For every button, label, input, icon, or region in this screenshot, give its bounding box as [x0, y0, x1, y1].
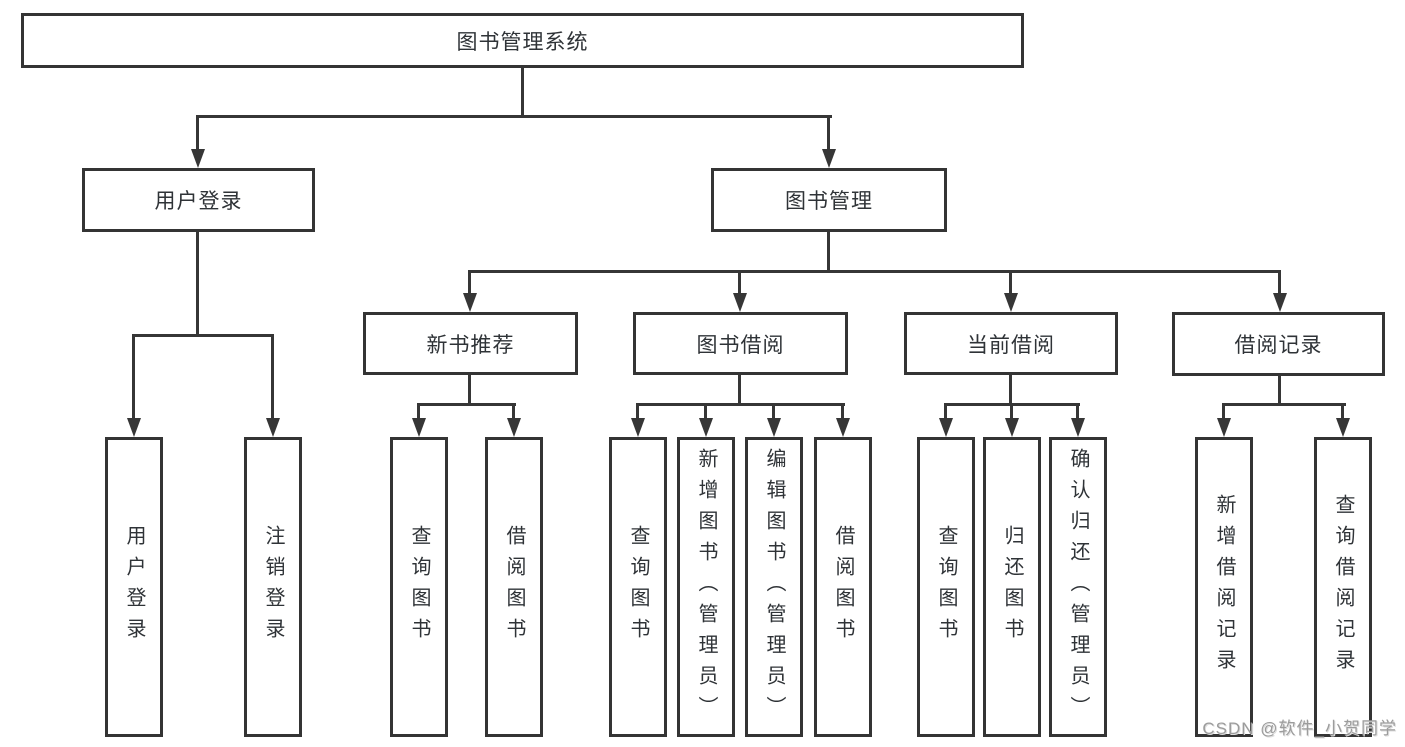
leaf-label: 新增借阅记录 [1213, 494, 1235, 680]
node-label: 图书管理 [785, 190, 873, 213]
leaf-label: 归还图书 [1001, 525, 1023, 649]
arrow-down-icon [1005, 418, 1019, 437]
arrow-down-icon [699, 418, 713, 437]
connector-line [417, 403, 516, 406]
connector-line [417, 403, 420, 419]
connector-line [196, 115, 199, 150]
arrow-down-icon [822, 149, 836, 168]
connector-line [196, 232, 199, 336]
leaf-query-books-current: 查询图书 [917, 437, 975, 737]
arrow-down-icon [939, 418, 953, 437]
leaf-borrow-books-recommend: 借阅图书 [485, 437, 543, 737]
connector-line [1009, 375, 1012, 406]
node-label: 图书借阅 [696, 333, 785, 357]
leaf-label: 查询图书 [627, 525, 649, 649]
arrow-down-icon [191, 149, 205, 168]
connector-line [1222, 403, 1346, 406]
leaf-query-books-borrow: 查询图书 [609, 437, 667, 737]
connector-line [468, 270, 1281, 273]
leaf-label: 新增图书（管理员） [695, 447, 717, 727]
arrow-down-icon [836, 418, 850, 437]
leaf-label: 查询图书 [935, 525, 957, 649]
connector-line [1278, 375, 1281, 406]
leaf-add-books-admin: 新增图书（管理员） [677, 437, 735, 737]
connector-line [1009, 270, 1012, 294]
connector-line [468, 270, 471, 294]
leaf-user-login: 用户登录 [105, 437, 163, 737]
leaf-confirm-return-admin: 确认归还（管理员） [1049, 437, 1107, 737]
connector-line [772, 403, 775, 419]
arrow-down-icon [631, 418, 645, 437]
connector-line [827, 232, 830, 273]
node-label: 图书管理系统 [456, 30, 589, 54]
leaf-label: 查询图书 [408, 525, 430, 649]
arrow-down-icon [463, 293, 477, 312]
leaf-logout: 注销登录 [244, 437, 302, 737]
leaf-label: 用户登录 [123, 525, 145, 649]
leaf-borrow-books: 借阅图书 [814, 437, 872, 737]
connector-line [1341, 403, 1344, 419]
arrow-down-icon [733, 293, 747, 312]
leaf-return-books: 归还图书 [983, 437, 1041, 737]
node-label: 当前借阅 [967, 333, 1055, 357]
node-current-borrow: 当前借阅 [904, 312, 1118, 375]
connector-line [827, 115, 830, 150]
arrow-down-icon [1217, 418, 1231, 437]
leaf-label: 查询借阅记录 [1332, 494, 1354, 680]
connector-line [1010, 403, 1013, 419]
node-book-management: 图书管理 [711, 168, 947, 232]
connector-line [841, 403, 844, 419]
node-library-management-system: 图书管理系统 [21, 13, 1024, 68]
leaf-label: 注销登录 [262, 525, 284, 649]
leaf-edit-books-admin: 编辑图书（管理员） [745, 437, 803, 737]
connector-line [738, 375, 741, 406]
node-label: 用户登录 [154, 190, 243, 213]
connector-line [944, 403, 947, 419]
node-user-login: 用户登录 [82, 168, 315, 232]
arrow-down-icon [767, 418, 781, 437]
node-label: 新书推荐 [426, 333, 515, 357]
connector-line [704, 403, 707, 419]
arrow-down-icon [1004, 293, 1018, 312]
arrow-down-icon [507, 418, 521, 437]
connector-line [738, 270, 741, 294]
arrow-down-icon [412, 418, 426, 437]
arrow-down-icon [1273, 293, 1287, 312]
arrow-down-icon [1336, 418, 1350, 437]
connector-line [196, 115, 832, 118]
leaf-label: 编辑图书（管理员） [763, 447, 785, 727]
leaf-label: 确认归还（管理员） [1067, 447, 1089, 727]
leaf-label: 借阅图书 [832, 525, 854, 649]
arrow-down-icon [266, 418, 280, 437]
node-new-book-recommend: 新书推荐 [363, 312, 578, 375]
node-book-borrow: 图书借阅 [633, 312, 848, 375]
arrow-down-icon [1071, 418, 1085, 437]
leaf-query-borrow-record: 查询借阅记录 [1314, 437, 1372, 737]
connector-line [636, 403, 639, 419]
node-label: 借阅记录 [1234, 334, 1323, 357]
connector-line [1278, 270, 1281, 294]
connector-line [1076, 403, 1079, 419]
leaf-label: 借阅图书 [503, 525, 525, 649]
connector-line [636, 403, 845, 406]
connector-line [132, 334, 274, 337]
connector-line [521, 68, 524, 117]
csdn-watermark: CSDN @软件_小贺同学 [1202, 719, 1397, 738]
leaf-query-books-recommend: 查询图书 [390, 437, 448, 737]
leaf-add-borrow-record: 新增借阅记录 [1195, 437, 1253, 737]
connector-line [132, 334, 135, 419]
arrow-down-icon [127, 418, 141, 437]
connector-line [512, 403, 515, 419]
connector-line [1222, 403, 1225, 419]
connector-line [271, 334, 274, 419]
connector-line [468, 375, 471, 406]
node-borrow-records: 借阅记录 [1172, 312, 1385, 376]
